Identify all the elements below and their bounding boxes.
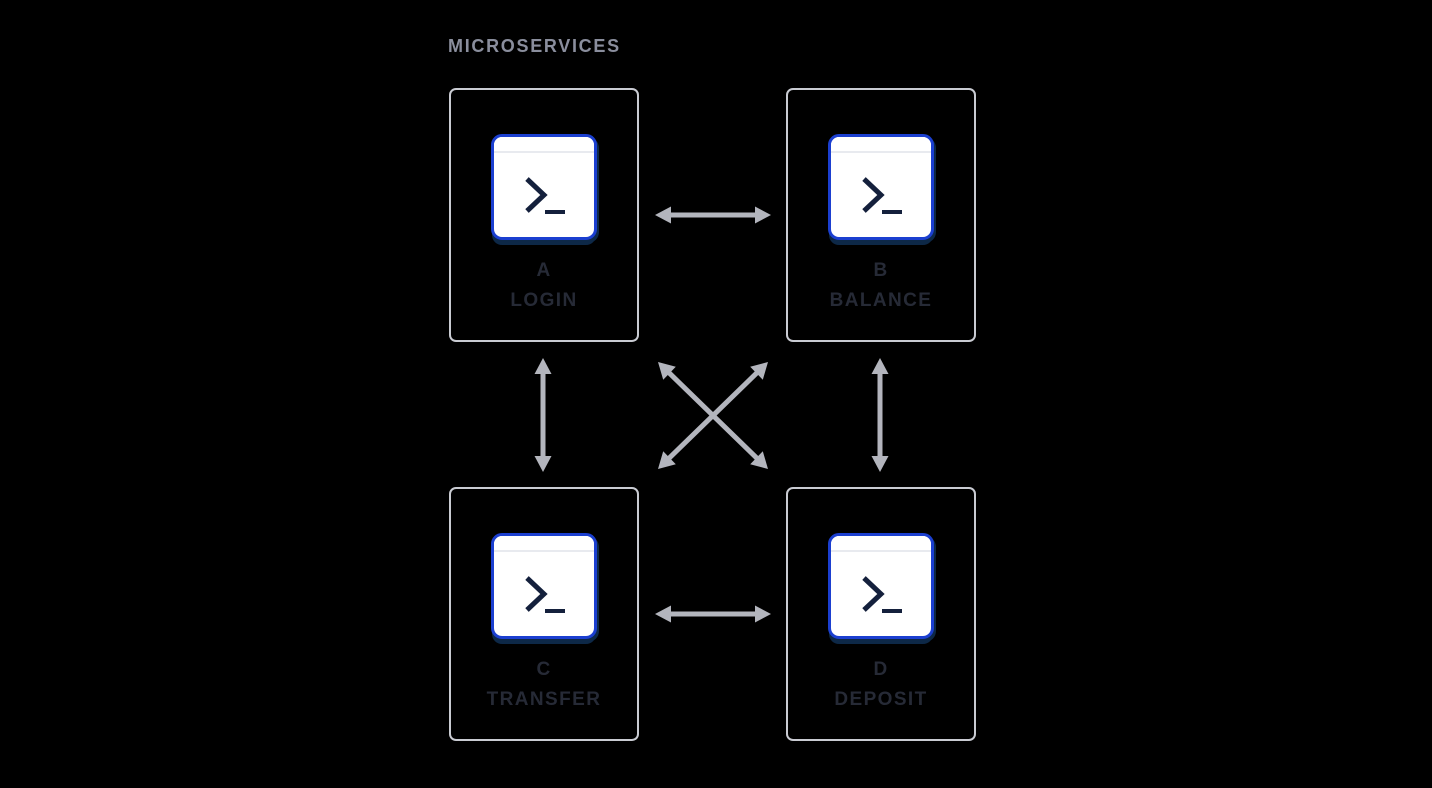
terminal-prompt-icon	[862, 177, 902, 214]
terminal-titlebar	[494, 536, 594, 552]
terminal-prompt-icon	[525, 576, 565, 613]
service-box-b: B BALANCE	[786, 88, 976, 342]
diagram-title: MICROSERVICES	[448, 36, 621, 56]
service-box-a: A LOGIN	[449, 88, 639, 342]
terminal-icon	[828, 134, 934, 240]
service-letter: B	[873, 260, 889, 281]
terminal-body	[831, 153, 931, 237]
terminal-titlebar	[831, 536, 931, 552]
service-name: DEPOSIT	[834, 689, 928, 710]
arrow-a-b	[655, 206, 771, 224]
arrow-b-c	[658, 362, 768, 469]
terminal-icon	[491, 134, 597, 240]
terminal-icon	[828, 533, 934, 639]
service-letter: A	[536, 260, 552, 281]
service-box-d: D DEPOSIT	[786, 487, 976, 741]
service-name: TRANSFER	[486, 689, 602, 710]
arrow-c-d	[655, 605, 771, 623]
terminal-body	[494, 552, 594, 636]
service-name: LOGIN	[510, 290, 578, 311]
service-name: BALANCE	[829, 290, 933, 311]
terminal-body	[494, 153, 594, 237]
service-labels: D DEPOSIT	[788, 655, 974, 715]
service-letter: D	[873, 659, 889, 680]
service-labels: C TRANSFER	[451, 655, 637, 715]
terminal-body	[831, 552, 931, 636]
service-letter: C	[536, 659, 552, 680]
service-box-c: C TRANSFER	[449, 487, 639, 741]
terminal-prompt-icon	[862, 576, 902, 613]
service-labels: B BALANCE	[788, 256, 974, 316]
arrow-a-c	[534, 358, 552, 472]
arrow-b-d	[871, 358, 889, 472]
terminal-titlebar	[494, 137, 594, 153]
service-labels: A LOGIN	[451, 256, 637, 316]
terminal-icon	[491, 533, 597, 639]
terminal-prompt-icon	[525, 177, 565, 214]
terminal-titlebar	[831, 137, 931, 153]
